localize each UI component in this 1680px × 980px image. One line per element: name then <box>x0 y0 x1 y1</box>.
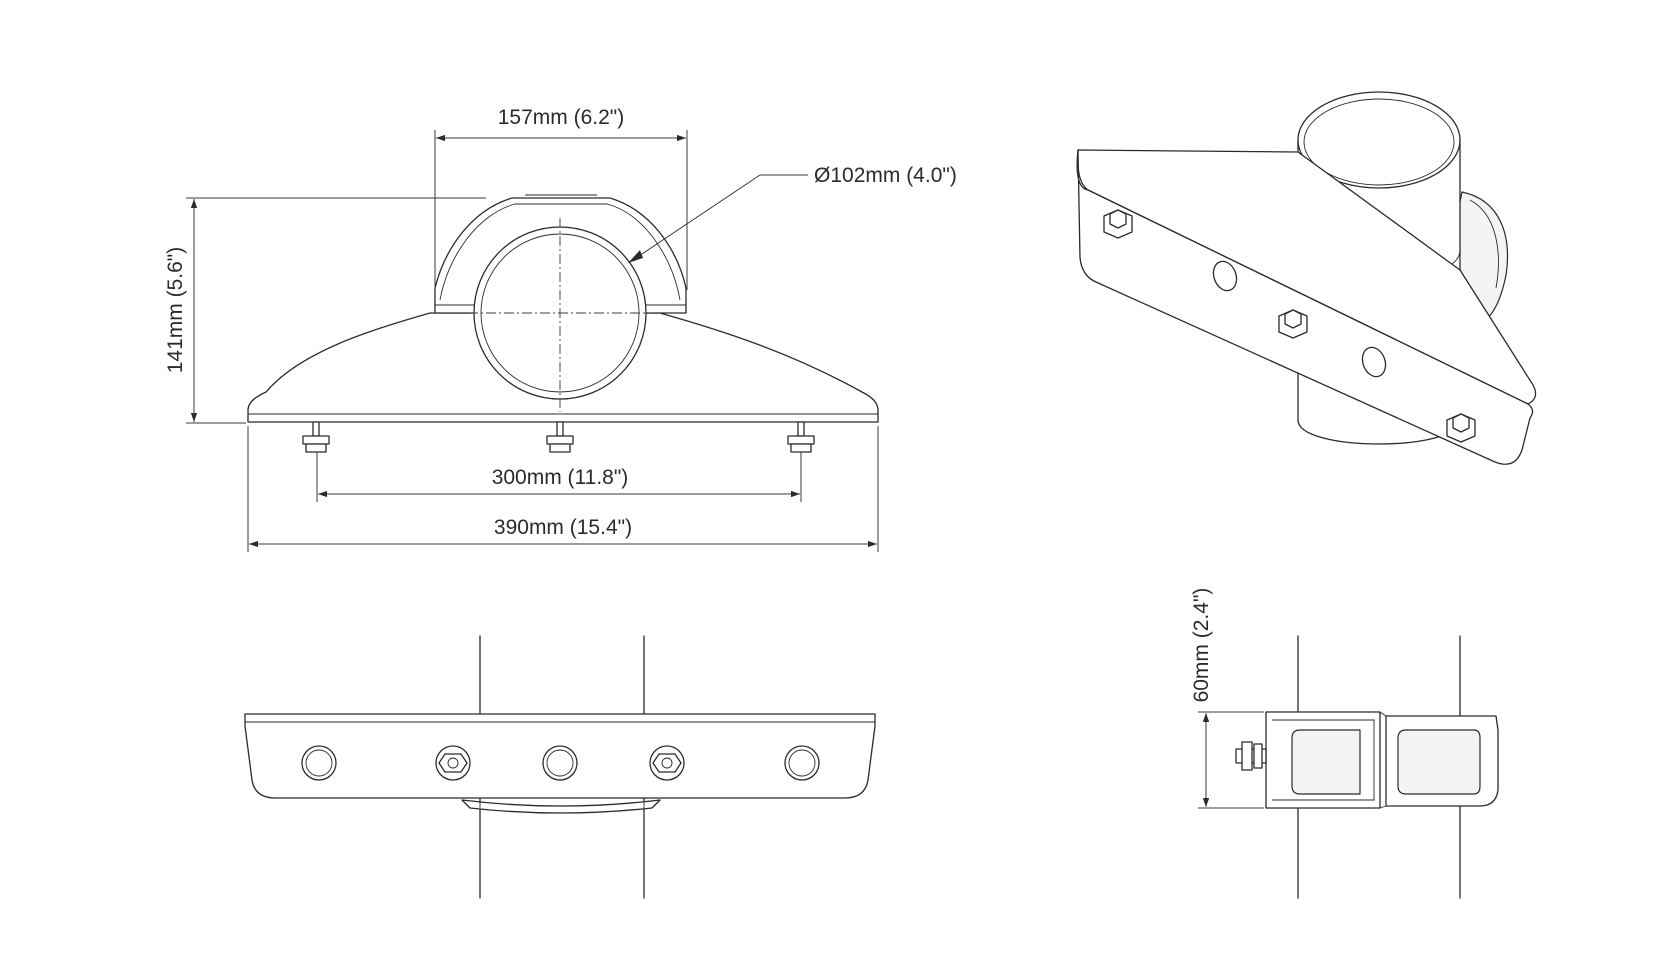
dim-height: 141mm (5.6") <box>164 197 486 424</box>
height-label: 141mm (5.6") <box>164 247 187 374</box>
dim-clamp-width: 157mm (6.2") <box>434 106 688 290</box>
bolt-spacing-label: 300mm (11.8") <box>492 466 629 489</box>
pipe-diameter-label: Ø102mm (4.0") <box>814 164 957 187</box>
dim-overall-width: 390mm (15.4") <box>247 426 879 552</box>
front-view: 157mm (6.2") Ø102mm (4.0") 141mm (5.6") … <box>164 106 957 552</box>
side-bolt <box>1235 741 1267 771</box>
iso-bolts <box>1103 209 1476 443</box>
dim-side-thickness: 60mm (2.4") <box>1190 588 1264 809</box>
side-thickness-label: 60mm (2.4") <box>1190 588 1213 703</box>
top-nuts <box>435 745 685 781</box>
isometric-view <box>1076 91 1537 465</box>
front-bolts <box>302 421 815 453</box>
top-holes <box>301 745 820 781</box>
clamp-width-label: 157mm (6.2") <box>498 106 625 129</box>
side-view: 60mm (2.4") <box>1190 588 1499 899</box>
top-view <box>244 635 876 899</box>
dim-pipe-diameter: Ø102mm (4.0") <box>628 164 957 263</box>
iso-plate-face <box>1076 149 1534 465</box>
dim-bolt-spacing: 300mm (11.8") <box>316 452 802 502</box>
overall-width-label: 390mm (15.4") <box>494 516 632 539</box>
